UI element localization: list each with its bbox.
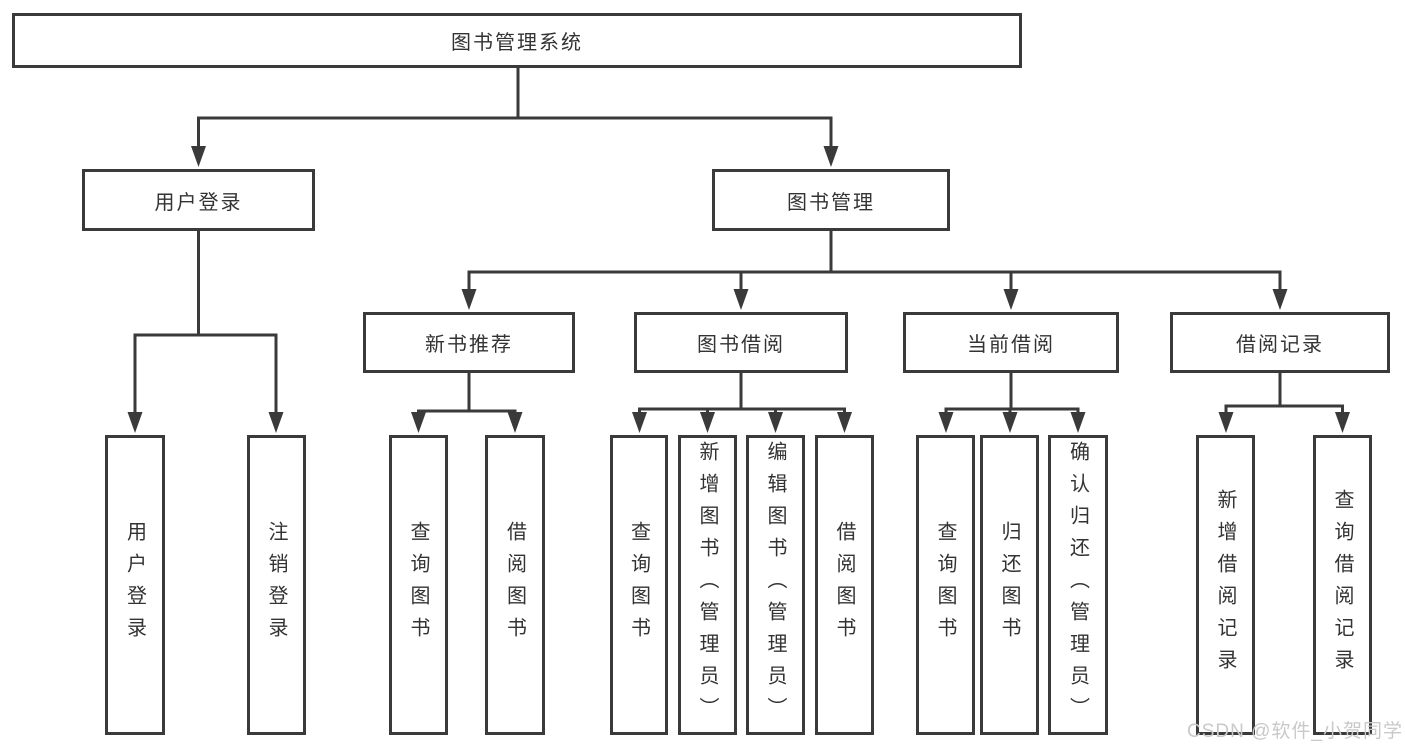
- leaf-edit-book-admin: 编辑图书（管理员）: [746, 435, 805, 735]
- leaf-query-books-current: 查询图书: [916, 435, 975, 735]
- node-label: 新书推荐: [425, 334, 513, 356]
- leaf-borrow-book: 借阅图书: [815, 435, 874, 735]
- connector-borrow-to-leaves: [638, 372, 846, 417]
- arrowhead: [507, 412, 523, 433]
- node-user-login: 用户登录: [82, 169, 315, 231]
- node-label: 查询图书: [627, 521, 650, 649]
- connector-bookmgmt-to-level3: [467, 231, 1282, 292]
- node-book-management: 图书管理: [712, 169, 950, 231]
- node-label: 查询图书: [934, 521, 956, 649]
- arrowhead: [1070, 412, 1086, 433]
- arrowhead: [837, 412, 852, 433]
- arrowhead: [733, 289, 749, 310]
- node-label: 新增借阅记录: [1214, 489, 1236, 681]
- leaf-confirm-return-admin: 确认归还（管理员）: [1048, 435, 1108, 735]
- connector-records-to-leaves: [1224, 372, 1344, 417]
- connector-userlogin-to-leaves: [133, 231, 278, 416]
- arrowhead: [768, 412, 783, 433]
- node-label: 图书借阅: [697, 334, 785, 356]
- arrowhead: [1272, 289, 1288, 310]
- arrowhead: [461, 289, 477, 310]
- node-label: 归还图书: [998, 521, 1020, 649]
- arrowhead: [1335, 412, 1350, 433]
- arrowheads: [127, 146, 1350, 433]
- arrowhead: [823, 146, 839, 167]
- node-label: 图书管理系统: [451, 32, 583, 54]
- arrowhead: [632, 412, 647, 433]
- connector-current-to-leaves: [944, 372, 1080, 417]
- leaf-user-login: 用户登录: [105, 435, 165, 735]
- arrowhead: [1003, 289, 1019, 310]
- node-label: 注销登录: [265, 521, 287, 649]
- leaf-query-books-borrowing: 查询图书: [610, 435, 668, 735]
- node-current-borrowing: 当前借阅: [903, 312, 1119, 373]
- node-label: 当前借阅: [967, 334, 1055, 356]
- leaf-query-borrow-record: 查询借阅记录: [1313, 435, 1372, 735]
- leaf-query-books-recommend: 查询图书: [389, 435, 448, 735]
- leaf-return-book: 归还图书: [980, 435, 1039, 735]
- leaf-logout: 注销登录: [247, 435, 306, 735]
- node-label: 新增图书（管理员）: [696, 441, 718, 729]
- node-label: 编辑图书（管理员）: [764, 441, 786, 729]
- node-label: 借阅图书: [833, 521, 855, 649]
- leaf-borrow-books-recommend: 借阅图书: [485, 435, 545, 735]
- node-label: 用户登录: [123, 521, 146, 649]
- node-label: 借阅图书: [503, 521, 526, 649]
- node-label: 查询图书: [407, 521, 429, 649]
- arrowhead: [700, 412, 715, 433]
- node-label: 借阅记录: [1236, 334, 1324, 356]
- csdn-watermark: CSDN @软件_小贺同学: [1187, 721, 1403, 742]
- connector-root-to-level2: [197, 68, 833, 150]
- node-borrow-records: 借阅记录: [1170, 312, 1390, 373]
- node-new-book-recommend: 新书推荐: [363, 312, 575, 373]
- node-book-borrowing: 图书借阅: [634, 312, 848, 373]
- arrowhead: [127, 412, 143, 433]
- leaf-add-borrow-record: 新增借阅记录: [1196, 435, 1255, 735]
- arrowhead: [938, 412, 954, 433]
- node-label: 图书管理: [787, 191, 875, 214]
- connector-recommend-to-leaves: [417, 372, 517, 417]
- leaf-add-book-admin: 新增图书（管理员）: [678, 435, 737, 735]
- node-label: 确认归还（管理员）: [1066, 441, 1089, 729]
- node-label: 用户登录: [154, 191, 243, 214]
- arrowhead: [191, 146, 206, 167]
- arrowhead: [1218, 412, 1234, 433]
- node-label: 查询借阅记录: [1331, 489, 1353, 681]
- arrowhead: [411, 412, 426, 433]
- node-library-management-system: 图书管理系统: [12, 13, 1022, 68]
- arrowhead: [1002, 412, 1018, 433]
- arrowhead: [268, 412, 284, 433]
